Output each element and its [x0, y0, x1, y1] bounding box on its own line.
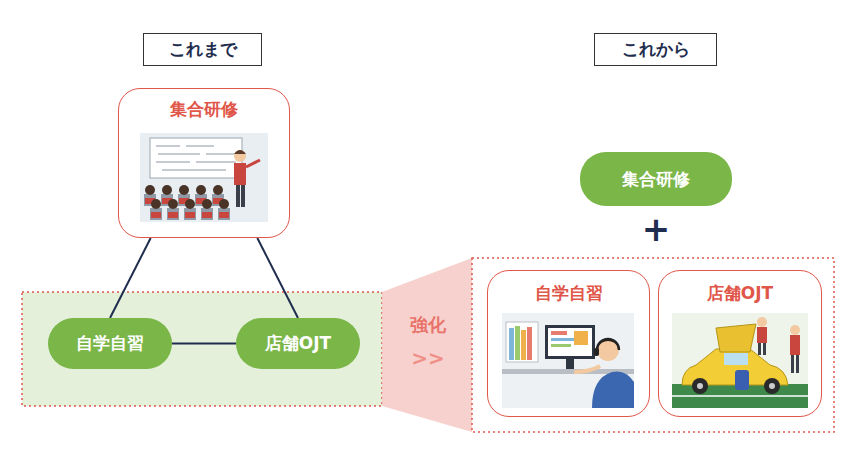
- connector-line: [257, 238, 298, 318]
- study-illustration: [502, 313, 634, 408]
- titled-box: 店舗OJT: [658, 270, 822, 417]
- garage-illustration: [672, 313, 808, 408]
- node-title: これまで: [169, 39, 237, 59]
- header-tag: これから: [594, 33, 717, 66]
- header-tag: これまで: [143, 33, 262, 66]
- green-band: [22, 292, 382, 406]
- connector-line: [110, 238, 151, 318]
- connector-line: [172, 343, 236, 345]
- node-title: 集合研修: [622, 169, 690, 189]
- titled-box: 自学自習: [487, 270, 650, 417]
- green-pill: 自学自習: [48, 318, 172, 369]
- node-title: 店舗OJT: [265, 333, 331, 353]
- titled-box: 集合研修: [118, 88, 290, 238]
- emphasis-label: 強化: [410, 313, 446, 337]
- dotted-region: [472, 258, 834, 432]
- node-title: これから: [622, 39, 690, 59]
- node-title: 集合研修: [170, 99, 238, 119]
- node-title: 自学自習: [535, 283, 603, 303]
- green-pill: 集合研修: [580, 152, 732, 206]
- chevron-label: >>: [411, 346, 445, 370]
- green-pill: 店舗OJT: [236, 318, 360, 369]
- plus-sign: +: [642, 209, 671, 249]
- node-title: 自学自習: [76, 333, 144, 353]
- emphasis-wedge: [382, 258, 472, 432]
- node-title: 店舗OJT: [707, 283, 773, 303]
- classroom-illustration: [140, 133, 268, 222]
